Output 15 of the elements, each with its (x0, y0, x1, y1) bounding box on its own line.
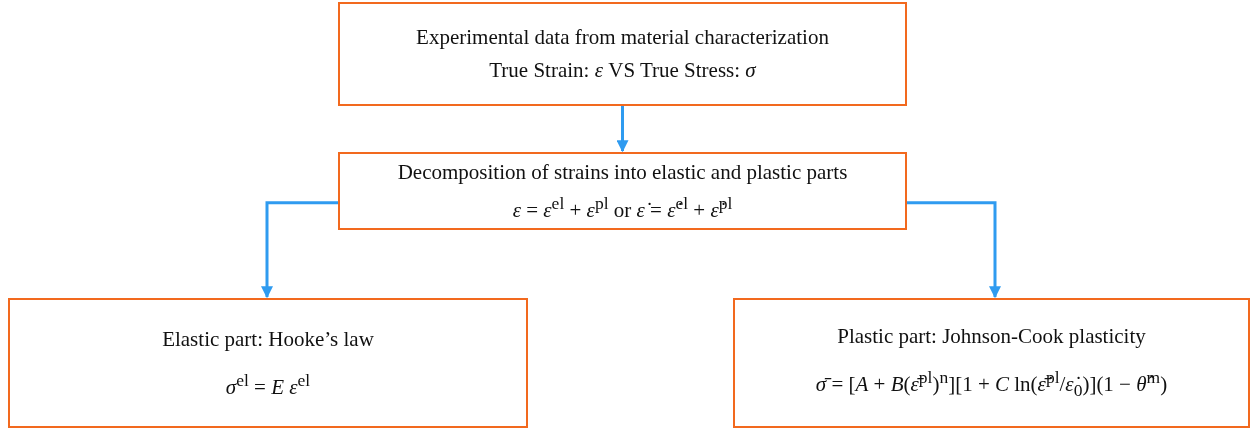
box-heading: Plastic part: Johnson-Cook plasticity (837, 324, 1146, 350)
box-heading: Elastic part: Hooke’s law (162, 326, 374, 352)
arrow (616, 106, 629, 153)
process-box (338, 2, 907, 106)
process-box (8, 298, 528, 428)
box-heading: Decomposition of strains into elastic and plastic parts (397, 159, 848, 185)
arrow (907, 201, 1001, 299)
arrow (261, 201, 338, 299)
formula-text: ε = ε$^{el}$ + ε$^{pl}$ or ε̇ = ε̇$^{el}$ + ε̇$^{pl}$ (512, 192, 733, 223)
formula-text: σ̄ = [A + B(ε̄$^{pl}$)$^{n}$][1 + C ln(ε̄̇$^{pl}$/ε̇$_{0}$)](1 − θ̂$^{m}$) (815, 367, 1168, 402)
box-heading: Experimental data from material characterization (416, 25, 829, 50)
process-box (733, 298, 1250, 428)
formula-text: True Strain: ε VS True Stress: σ (489, 58, 756, 83)
formula-text: σ$^{el}$ = E ε$^{el}$ (225, 369, 311, 400)
process-box (338, 152, 907, 230)
